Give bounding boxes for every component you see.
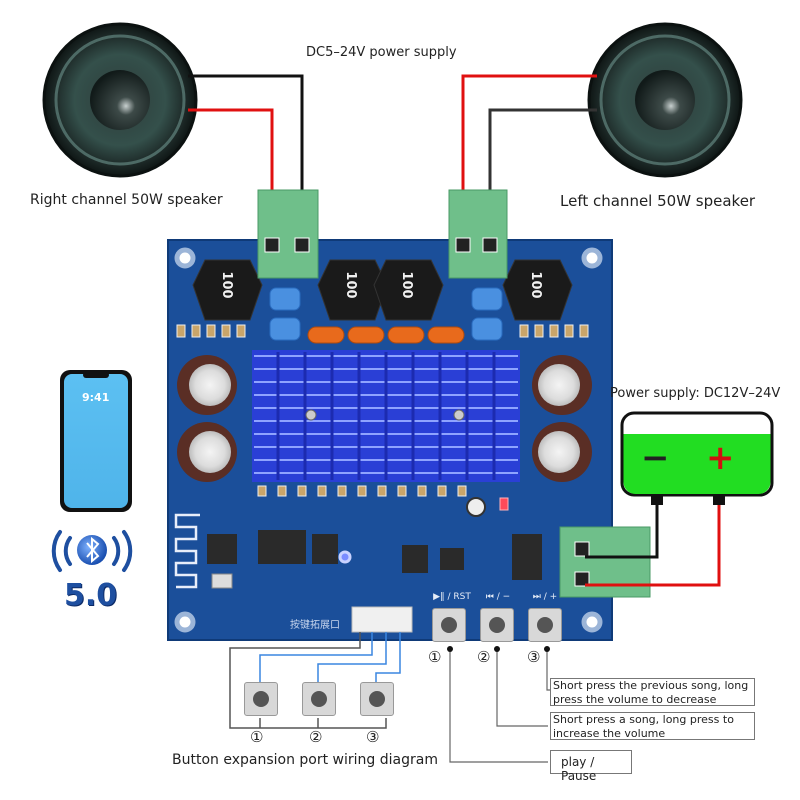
button-expansion-label: Button expansion port wiring diagram: [172, 752, 438, 768]
power-wires: [585, 505, 721, 587]
heatsink: [252, 350, 520, 482]
expansion-port-header: [351, 606, 413, 633]
battery-fill: [623, 434, 771, 494]
inductor: [192, 259, 573, 321]
left-speaker-label: Left channel 50W speaker: [560, 192, 756, 210]
red-led: [499, 497, 509, 511]
expansion-button-2[interactable]: [302, 682, 336, 716]
svg-text:⏭ / +: ⏭ / +: [533, 592, 557, 602]
terminal-block-left-speaker: [448, 189, 508, 279]
terminal-block-right-speaker: [257, 189, 319, 279]
ic-chip: [207, 530, 542, 580]
button-cap-icon: [311, 691, 327, 707]
expansion-button-marker: ③: [366, 728, 380, 746]
battery: [620, 411, 774, 505]
right-speaker-label: Right channel 50W speaker: [30, 192, 223, 208]
left-speaker: [587, 22, 743, 178]
amplifier-board: 100 100 100 100: [167, 239, 613, 641]
smd-components: [176, 324, 589, 497]
button-cap-icon: [537, 617, 553, 633]
crystal: [211, 573, 233, 589]
annotation-button-1: play / Pause: [550, 750, 632, 783]
bluetooth-icon: [51, 530, 133, 572]
expansion-port-silkscreen: 按键拓展口: [290, 618, 340, 631]
expansion-button-marker: ①: [250, 728, 264, 746]
board-button-next-volume-down[interactable]: [528, 608, 562, 642]
annotation-button-3: Short press the previous song, long pres…: [550, 678, 755, 706]
right-speaker: [42, 22, 198, 178]
button-cap-icon: [441, 617, 457, 633]
board-button-silkscreen: ▶‖ / RST ⏮ / − ⏭ / +: [433, 592, 557, 602]
electrolytic-capacitor: [177, 355, 592, 482]
pcb-antenna: [174, 513, 200, 589]
expansion-button-3[interactable]: [360, 682, 394, 716]
mounting-hole: [174, 247, 603, 633]
inductor-label: 100: [399, 271, 414, 298]
smartphone: [60, 370, 132, 512]
button-cap-icon: [489, 617, 505, 633]
svg-text:▶‖ / RST: ▶‖ / RST: [433, 592, 471, 602]
inductor-label: 100: [528, 271, 543, 298]
expansion-wiring: [229, 632, 401, 729]
phone-time: 9:41: [82, 391, 110, 404]
dc-supply-label: DC5–24V power supply: [306, 45, 457, 60]
power-supply-label: Power supply: DC12V–24V: [610, 386, 781, 401]
film-capacitor: [269, 287, 503, 341]
blue-led: [338, 550, 352, 564]
expansion-button-marker: ②: [309, 728, 323, 746]
small-capacitor: [466, 497, 486, 517]
expansion-button-1[interactable]: [244, 682, 278, 716]
board-button-prev-volume-up[interactable]: [480, 608, 514, 642]
callout-lines: [449, 650, 552, 763]
battery-minus-icon: −: [641, 438, 670, 478]
svg-text:⏮ / −: ⏮ / −: [486, 592, 510, 602]
ceramic-capacitor: [307, 326, 465, 344]
inductor-label: 100: [219, 271, 234, 298]
inductor-label: 100: [343, 271, 358, 298]
board-button-marker: ③: [527, 648, 541, 666]
bluetooth-version: 5.0: [64, 578, 118, 613]
board-button-marker: ②: [477, 648, 491, 666]
button-cap-icon: [253, 691, 269, 707]
battery-plus-icon: +: [706, 438, 735, 478]
board-button-marker: ①: [428, 648, 442, 666]
annotation-button-2: Short press a song, long press to increa…: [550, 712, 755, 740]
board-button-play-pause[interactable]: [432, 608, 466, 642]
button-cap-icon: [369, 691, 385, 707]
